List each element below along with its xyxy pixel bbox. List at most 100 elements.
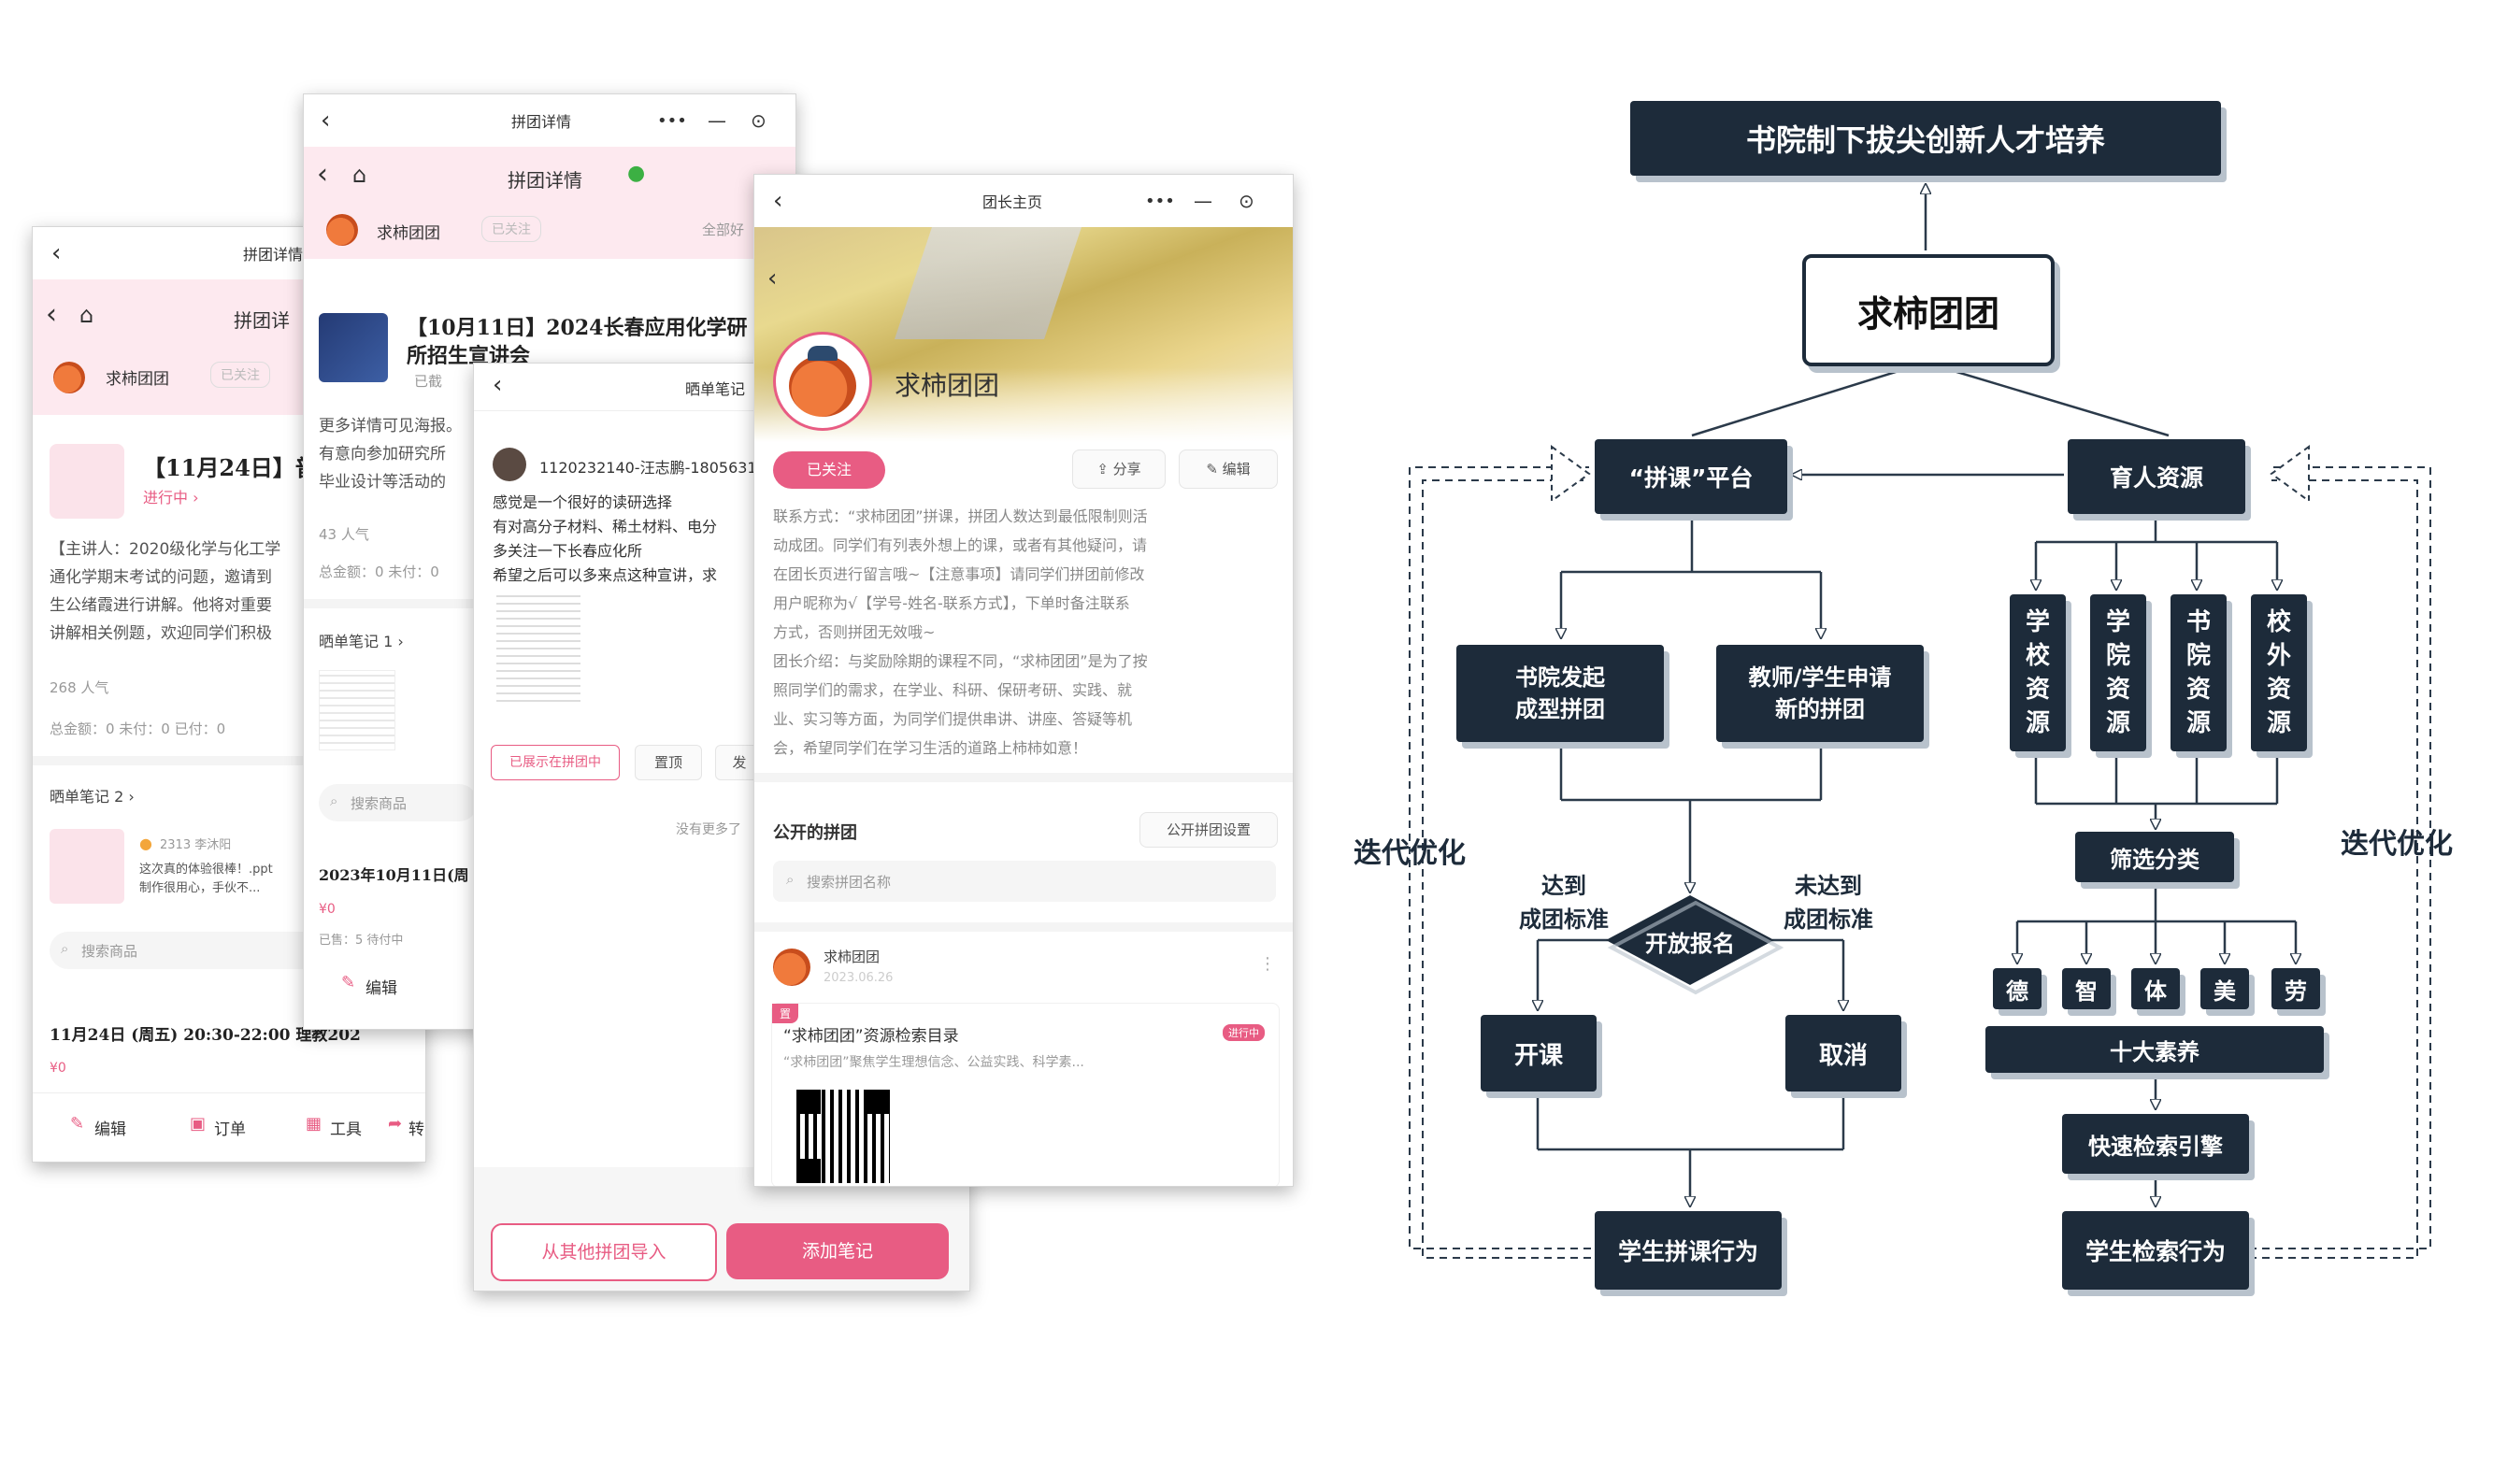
edit-icon: ✎	[341, 973, 356, 992]
flow-not-reach-label: 未达到 成团标准	[1772, 869, 1884, 936]
flow-decision-label: 开放报名	[1645, 931, 1735, 957]
flow-platform: “拼课”平台	[1595, 439, 1787, 514]
back-icon[interactable]: ‹	[46, 298, 57, 331]
flow-ten-qualities: 十大素养	[1985, 1026, 2324, 1073]
note-avatar-icon: ●	[139, 835, 152, 852]
desc-line: 联系方式：“求柿团团”拼课，拼团人数达到最低限制则活	[773, 507, 1148, 525]
all-friends[interactable]: 全部好	[702, 221, 745, 238]
price: ¥0	[319, 902, 336, 917]
add-note-button[interactable]: 添加笔记	[726, 1223, 949, 1279]
close-icon[interactable]: ⊙	[751, 109, 767, 132]
order-button[interactable]: 订单	[214, 1120, 246, 1139]
note-thumb	[319, 670, 395, 750]
share-icon: ➦	[388, 1114, 403, 1134]
note-line: 有对高分子材料、稀土材料、电分	[493, 518, 718, 535]
desc-line: 在团长页进行留言哦~【注意事项】请同学们拼团前修改	[773, 565, 1145, 583]
notes-header[interactable]: 晒单笔记 1 ›	[319, 633, 404, 650]
flow-top-goal: 书院制下拔尖创新人才培养	[1630, 101, 2221, 176]
import-button[interactable]: 从其他拼团导入	[491, 1223, 717, 1281]
search-input[interactable]: ⌕ 搜索商品	[319, 784, 478, 821]
flow-label: 未达到	[1795, 873, 1862, 899]
shown-in-group-button[interactable]: 已展示在拼团中	[491, 745, 620, 780]
status-badge: 进行中 ›	[143, 489, 199, 507]
follow-button[interactable]: 已关注	[773, 451, 885, 489]
minimize-icon[interactable]: —	[1194, 190, 1212, 212]
flow-iterate-right: 迭代优化	[2341, 828, 2453, 861]
window-title: 拼团详情	[511, 113, 572, 131]
tools-button[interactable]: 工具	[330, 1120, 362, 1139]
more-icon[interactable]: •••	[1145, 191, 1175, 211]
flow-label: 成团标准	[1519, 906, 1609, 933]
event-poster	[319, 313, 388, 382]
back-icon[interactable]: ‹	[493, 371, 503, 399]
edit-button[interactable]: 编辑	[365, 979, 397, 998]
pin-button[interactable]: 置顶	[635, 745, 702, 780]
search-icon: ⌕	[61, 940, 69, 957]
flow-label: 达到	[1541, 873, 1586, 899]
share-button[interactable]: ⇪ 分享	[1072, 449, 1166, 489]
back-icon[interactable]: ‹	[767, 264, 778, 293]
flow-reach-label: 达到 成团标准	[1512, 869, 1615, 936]
leader-desc: 联系方式：“求柿团团”拼课，拼团人数达到最低限制则活 动成团。同学们有列表外想上…	[773, 502, 1278, 763]
status-badge: 进行中	[1223, 1024, 1265, 1041]
edit-label: 编辑	[1222, 461, 1251, 478]
popularity: 268 人气	[50, 679, 109, 696]
flow-iterate-left: 迭代优化	[1354, 837, 1466, 870]
back-icon[interactable]: ‹	[773, 187, 783, 215]
note-user: 1120232140-汪志鹏-1805631	[539, 459, 757, 477]
item-desc: “求柿团团”聚焦学生理想信念、公益实践、科学素...	[783, 1055, 1084, 1070]
home-icon[interactable]: ⌂	[352, 162, 367, 188]
flow-resources: 育人资源	[2068, 439, 2245, 514]
decision-diamond	[1606, 895, 1774, 985]
edit-button[interactable]: 编辑	[94, 1120, 126, 1139]
more-vertical-icon[interactable]: ⋮	[1259, 954, 1276, 974]
flow-label: 成型拼团	[1515, 696, 1605, 722]
back-icon[interactable]: ‹	[321, 107, 331, 135]
follow-badge[interactable]: 已关注	[210, 362, 270, 388]
event-title: 【10月11日】2024长春应用化学研	[407, 316, 748, 340]
qr-code	[796, 1090, 890, 1183]
home-icon[interactable]: ⌂	[79, 302, 94, 328]
flow-virtue-mei: 美	[2200, 968, 2249, 1009]
avatar-hat	[808, 346, 838, 361]
notes-header[interactable]: 晒单笔记 2 ›	[50, 788, 135, 806]
flow-virtue-lao: 劳	[2271, 968, 2320, 1009]
schedule: 2023年10月11日(周	[319, 866, 469, 884]
search-input[interactable]: ⌕ 搜索商品	[50, 932, 349, 969]
flow-label: 成团标准	[1784, 906, 1873, 933]
avatar-ring	[773, 332, 872, 431]
back-icon[interactable]: ‹	[51, 239, 62, 267]
edit-icon: ✎	[70, 1114, 85, 1134]
desc-line: 照同学们的需求，在学业、科研、保研考研、实践、就	[773, 681, 1133, 699]
minimize-icon[interactable]: —	[708, 109, 726, 132]
list-group-name[interactable]: 求柿团团	[824, 949, 881, 965]
group-name[interactable]: 求柿团团	[106, 370, 169, 389]
back-icon[interactable]: ‹	[317, 158, 328, 191]
edit-button[interactable]: ✎ 编辑	[1179, 449, 1278, 489]
desc-line: 毕业设计等活动的	[319, 473, 446, 492]
public-settings-button[interactable]: 公开拼团设置	[1139, 812, 1278, 848]
note-user: 2313 李沐阳	[160, 838, 232, 852]
close-icon[interactable]: ⊙	[1239, 190, 1254, 212]
event-title: 【11月24日】普	[143, 454, 318, 481]
forward-button[interactable]: 转	[408, 1120, 424, 1139]
edit-icon: ✎	[1206, 461, 1223, 478]
more-icon[interactable]: •••	[657, 110, 687, 131]
flow-teacher-apply: 教师/学生申请 新的拼团	[1716, 645, 1924, 742]
wechat-icon[interactable]: ●	[627, 162, 646, 185]
flow-virtue-zhi: 智	[2062, 968, 2111, 1009]
group-item[interactable]: 置 “求柿团团”资源检索目录 进行中 “求柿团团”聚焦学生理想信念、公益实践、科…	[771, 1003, 1280, 1186]
note-image	[496, 595, 580, 707]
note-text: 这次真的体验很棒！.ppt	[139, 863, 273, 877]
group-name[interactable]: 求柿团团	[377, 224, 440, 243]
desc-line: 生公绪霞进行讲解。他将对重要	[50, 596, 272, 615]
avatar	[326, 214, 358, 246]
stats: 总金额：0 未付：0 已付：0	[50, 721, 226, 737]
search-input[interactable]: ⌕ 搜索拼团名称	[773, 861, 1276, 902]
no-more-text: 没有更多了	[676, 822, 741, 837]
flow-student-behavior: 学生拼课行为	[1595, 1211, 1782, 1290]
window-title: 团长主页	[982, 193, 1043, 211]
user-avatar	[493, 448, 526, 481]
follow-badge[interactable]: 已关注	[481, 216, 541, 242]
